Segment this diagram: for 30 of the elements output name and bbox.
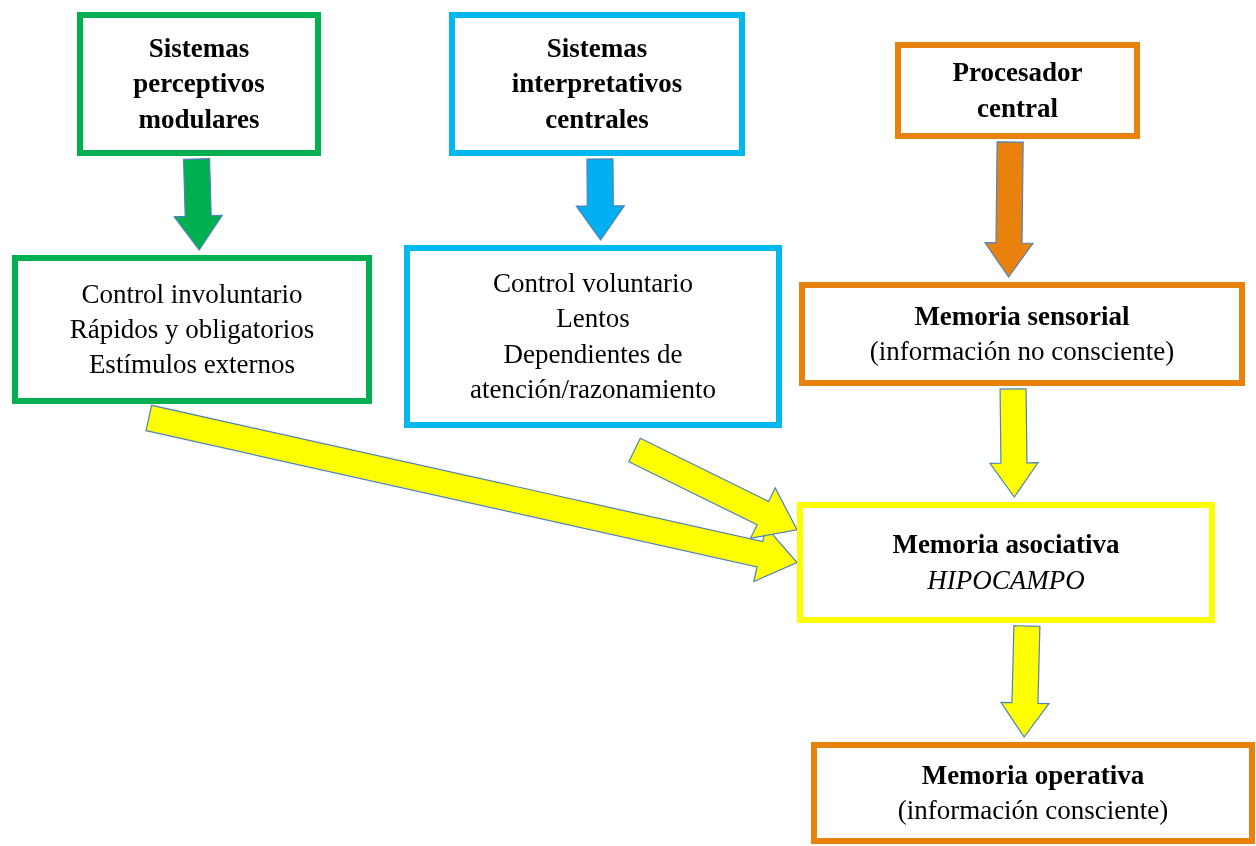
process-box (77, 12, 321, 156)
process-box (799, 282, 1245, 386)
box-text: Rápidos y obligatorios (69, 312, 315, 346)
block-arrow (999, 625, 1051, 739)
box-text: Estímulos externos (88, 348, 296, 382)
block-arrow (173, 158, 224, 252)
process-box (12, 255, 372, 404)
box-text: HIPOCAMPO (927, 563, 1085, 597)
box-text: Dependientes de atención/razonamiento (469, 337, 717, 406)
block-arrow (983, 141, 1035, 279)
box-text: Control voluntario (492, 267, 694, 301)
box-text: Lentos (556, 302, 630, 336)
block-arrow (988, 388, 1040, 499)
block-arrow (628, 437, 798, 539)
box-text: (información no consciente) (869, 335, 1175, 368)
box-heading: Memoria operativa (921, 758, 1145, 792)
process-box (404, 245, 782, 428)
block-arrow (575, 158, 626, 242)
box-text: Control involuntario (81, 277, 303, 311)
box-heading: Memoria asociativa (892, 528, 1120, 562)
process-box (811, 742, 1255, 844)
box-heading: Memoria sensorial (914, 299, 1130, 333)
box-heading: Sistemas interpretativos centrales (510, 32, 684, 136)
process-box (895, 42, 1140, 139)
box-heading: Procesador central (951, 56, 1084, 125)
block-arrow (145, 404, 798, 583)
box-heading: Sistemas perceptivos modulares (132, 32, 266, 136)
box-text: (información consciente) (897, 794, 1169, 827)
process-box (449, 12, 745, 156)
process-box (797, 502, 1215, 623)
